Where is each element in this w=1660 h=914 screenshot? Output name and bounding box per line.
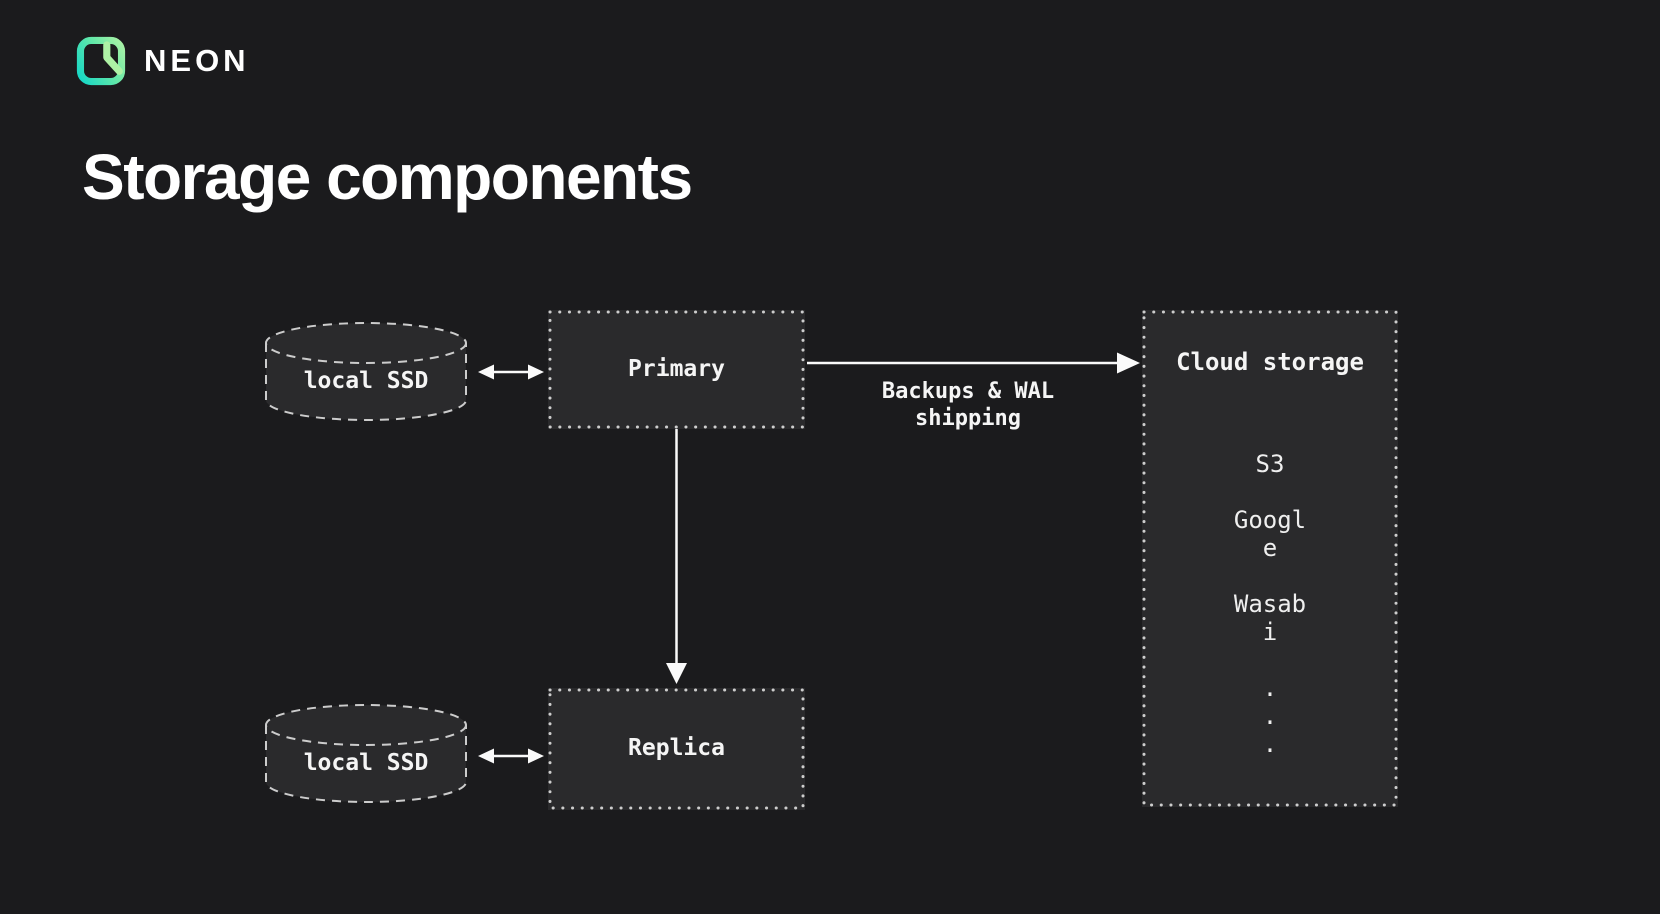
local-ssd-node-bottom: local SSD [264, 702, 468, 804]
arrow-local-ssd-primary [478, 364, 544, 380]
ellipsis-dots: . . . [1263, 674, 1277, 758]
cylinder-shape [265, 322, 467, 421]
ellipsis-dot: . [1262, 702, 1278, 730]
ellipsis-dot: . [1262, 730, 1278, 758]
local-ssd-node-top: local SSD [264, 320, 468, 422]
primary-label: Primary [628, 355, 725, 382]
page-title: Storage components [82, 141, 693, 213]
neon-wordmark: NEON [144, 43, 250, 78]
ellipsis-dot: . [1262, 674, 1278, 702]
provider-line: i [1262, 618, 1278, 646]
provider-line: Googl [1233, 506, 1307, 534]
arrow-primary-to-cloud [807, 352, 1140, 374]
replica-label: Replica [628, 734, 725, 761]
edge-label-line: shipping [915, 406, 1021, 431]
provider-line: Wasab [1233, 590, 1307, 618]
cylinder-shape [265, 704, 467, 803]
arrow-local-ssd-replica [478, 748, 544, 764]
local-ssd-label: local SSD [303, 368, 429, 394]
cloud-provider-list: S3 Googl e Wasab i . . . [1142, 450, 1398, 758]
list-item: Googl e [1234, 506, 1306, 562]
list-item: Wasab i [1234, 590, 1306, 646]
arrow-primary-to-replica [666, 429, 687, 684]
backups-wal-edge-label: Backups & WAL shipping [818, 378, 1118, 432]
cloud-storage-label: Cloud storage [1176, 348, 1364, 376]
primary-node: Primary [548, 310, 805, 429]
replica-node: Replica [548, 688, 805, 810]
neon-logo-icon [76, 36, 126, 86]
cloud-storage-node: Cloud storage S3 Googl e Wasab i . . . [1142, 310, 1398, 807]
list-item: S3 [1256, 450, 1285, 478]
local-ssd-label: local SSD [303, 750, 429, 776]
edge-label-line: Backups & WAL [881, 379, 1055, 404]
neon-logo: NEON [76, 36, 250, 86]
provider-line: S3 [1255, 450, 1285, 478]
provider-line: e [1262, 534, 1278, 562]
